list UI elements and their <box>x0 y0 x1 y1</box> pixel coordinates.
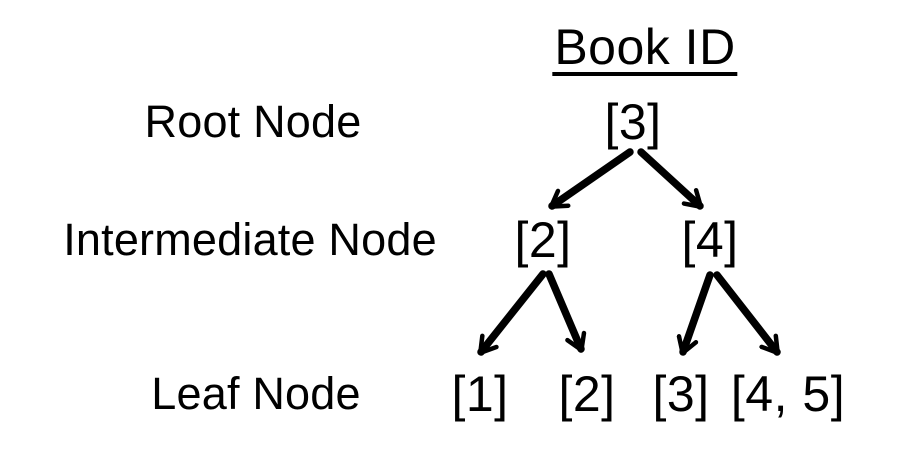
diagram-title: Book ID <box>552 19 738 76</box>
edge-root-to-intermediate-right <box>637 148 704 210</box>
tree-node-leaf-2: [2] <box>558 366 616 422</box>
tree-node-intermediate-4: [4] <box>681 212 739 268</box>
edge-intermediate4-to-leaf3 <box>676 271 714 356</box>
level-label-root: Root Node <box>144 96 362 147</box>
tree-node-leaf-3: [3] <box>652 366 710 422</box>
edge-intermediate2-to-leaf1 <box>477 270 547 356</box>
edge-intermediate4-to-leaf45 <box>713 271 781 356</box>
level-label-leaf: Leaf Node <box>151 368 361 419</box>
tree-node-root: [3] <box>604 94 662 150</box>
tree-node-leaf-1: [1] <box>451 366 509 422</box>
tree-node-leaf-4-5: [4, 5] <box>730 366 846 422</box>
edge-intermediate2-to-leaf2 <box>545 270 587 353</box>
tree-node-intermediate-2: [2] <box>514 212 572 268</box>
edge-root-to-intermediate-left <box>548 148 634 210</box>
level-label-intermediate: Intermediate Node <box>63 214 437 265</box>
